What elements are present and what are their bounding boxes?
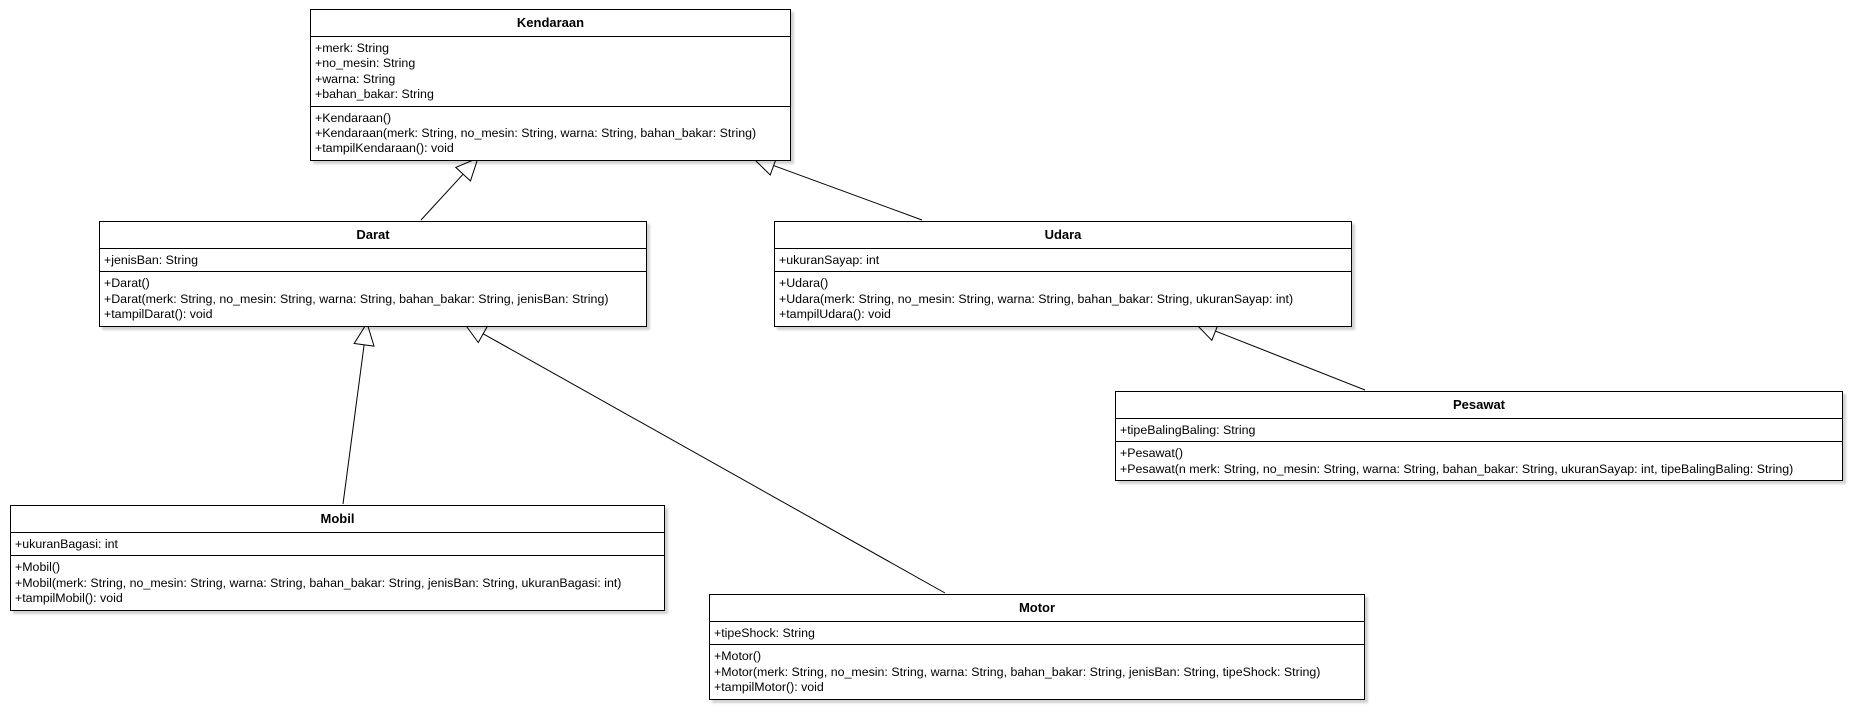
method: +Pesawat(n merk: String, no_mesin: Strin… — [1120, 461, 1794, 476]
class-darat-name: Darat — [100, 222, 646, 249]
method: +Kendaraan() — [315, 110, 392, 125]
method: +Mobil() — [15, 560, 61, 575]
generalization-line-motor-darat — [482, 333, 946, 594]
attribute: +ukuranBagasi: int — [15, 537, 118, 551]
method: +Mobil(merk: String, no_mesin: String, w… — [15, 575, 622, 590]
class-mobil[interactable]: Mobil +ukuranBagasi: int +Mobil() +Mobil… — [10, 505, 665, 611]
attribute: +warna: String — [315, 71, 396, 86]
class-kendaraan-name: Kendaraan — [311, 10, 790, 37]
generalization-arrowhead-darat-kendaraan — [454, 157, 479, 182]
class-mobil-name: Mobil — [11, 506, 664, 533]
attribute: +no_mesin: String — [315, 56, 416, 71]
class-mobil-methods: +Mobil() +Mobil(merk: String, no_mesin: … — [11, 555, 664, 609]
class-kendaraan-attributes: +merk: String +no_mesin: String +warna: … — [311, 37, 790, 106]
class-darat-methods: +Darat() +Darat(merk: String, no_mesin: … — [100, 271, 646, 325]
generalization-arrowhead-mobil-darat — [353, 321, 375, 347]
method: +tampilMotor(): void — [714, 680, 824, 695]
method: +tampilUdara(): void — [779, 307, 891, 322]
class-udara[interactable]: Udara +ukuranSayap: int +Udara() +Udara(… — [774, 221, 1352, 327]
class-motor-attributes: +tipeShock: String — [710, 622, 1364, 644]
class-pesawat-name: Pesawat — [1116, 392, 1842, 419]
method: +Darat() — [104, 276, 150, 291]
method: +Udara() — [779, 276, 829, 291]
attribute: +bahan_bakar: String — [315, 87, 434, 102]
method: +Udara(merk: String, no_mesin: String, w… — [779, 291, 1294, 306]
method: +tampilMobil(): void — [15, 591, 123, 606]
generalization-line-pesawat-udara — [1215, 330, 1366, 391]
class-pesawat-attributes: +tipeBalingBaling: String — [1116, 419, 1842, 441]
attribute: +tipeShock: String — [714, 626, 815, 640]
method: +tampilDarat(): void — [104, 307, 213, 322]
class-mobil-attributes: +ukuranBagasi: int — [11, 533, 664, 555]
class-pesawat-methods: +Pesawat() +Pesawat(n merk: String, no_m… — [1116, 441, 1842, 480]
class-motor-name: Motor — [710, 595, 1364, 622]
class-darat-attributes: +jenisBan: String — [100, 249, 646, 271]
method: +Motor(merk: String, no_mesin: String, w… — [714, 664, 1321, 679]
method: +Kendaraan(merk: String, no_mesin: Strin… — [315, 126, 757, 141]
class-kendaraan-methods: +Kendaraan() +Kendaraan(merk: String, no… — [311, 105, 790, 160]
method: +Darat(merk: String, no_mesin: String, w… — [104, 291, 609, 306]
method: +Pesawat() — [1120, 446, 1184, 461]
attribute: +ukuranSayap: int — [779, 253, 880, 267]
class-udara-name: Udara — [775, 222, 1351, 249]
attribute: +jenisBan: String — [104, 253, 199, 267]
generalization-line-darat-kendaraan — [420, 173, 464, 221]
attribute: +tipeBalingBaling: String — [1120, 423, 1256, 437]
class-udara-attributes: +ukuranSayap: int — [775, 249, 1351, 271]
class-kendaraan[interactable]: Kendaraan +merk: String +no_mesin: Strin… — [310, 9, 791, 161]
generalization-line-udara-kendaraan — [773, 165, 923, 221]
class-motor-methods: +Motor() +Motor(merk: String, no_mesin: … — [710, 644, 1364, 698]
method: +tampilKendaraan(): void — [315, 141, 454, 156]
class-pesawat[interactable]: Pesawat +tipeBalingBaling: String +Pesaw… — [1115, 391, 1843, 482]
generalization-line-mobil-darat — [342, 344, 365, 505]
class-udara-methods: +Udara() +Udara(merk: String, no_mesin: … — [775, 271, 1351, 325]
class-motor[interactable]: Motor +tipeShock: String +Motor() +Motor… — [709, 594, 1365, 700]
class-darat[interactable]: Darat +jenisBan: String +Darat() +Darat(… — [99, 221, 647, 327]
attribute: +merk: String — [315, 41, 390, 55]
method: +Motor() — [714, 649, 762, 664]
